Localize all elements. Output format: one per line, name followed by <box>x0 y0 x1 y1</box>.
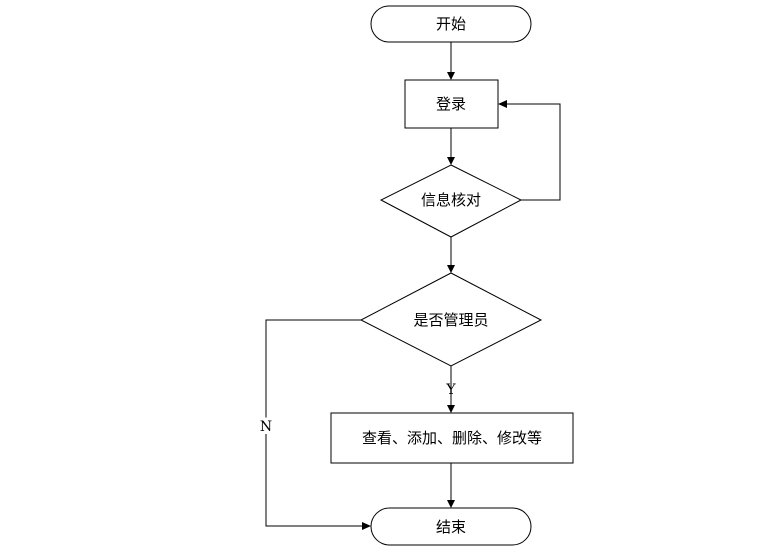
arrow-start-to-login <box>447 42 455 80</box>
login-node: 登录 <box>404 79 499 129</box>
end-label: 结束 <box>436 518 466 536</box>
start-label: 开始 <box>436 15 466 33</box>
end-node: 结束 <box>370 507 532 546</box>
admin-decision-node: 是否管理员 <box>359 272 543 367</box>
operations-label: 查看、添加、删除、修改等 <box>362 429 542 447</box>
login-label: 登录 <box>436 95 466 113</box>
no-label: N <box>260 419 272 435</box>
arrow-admin-to-end <box>265 319 371 530</box>
arrow-verify-to-admin <box>447 237 455 273</box>
admin-label: 是否管理员 <box>413 311 488 329</box>
verify-label: 信息核对 <box>421 191 481 209</box>
arrow-admin-to-operations <box>447 366 455 413</box>
arrow-operations-to-end <box>447 463 455 508</box>
operations-node: 查看、添加、删除、修改等 <box>330 412 574 464</box>
start-node: 开始 <box>370 5 532 43</box>
arrow-verify-loop-to-login <box>498 100 561 201</box>
arrow-login-to-verify <box>447 128 455 165</box>
verify-decision-node: 信息核对 <box>379 164 523 238</box>
yes-label: Y <box>445 382 456 398</box>
